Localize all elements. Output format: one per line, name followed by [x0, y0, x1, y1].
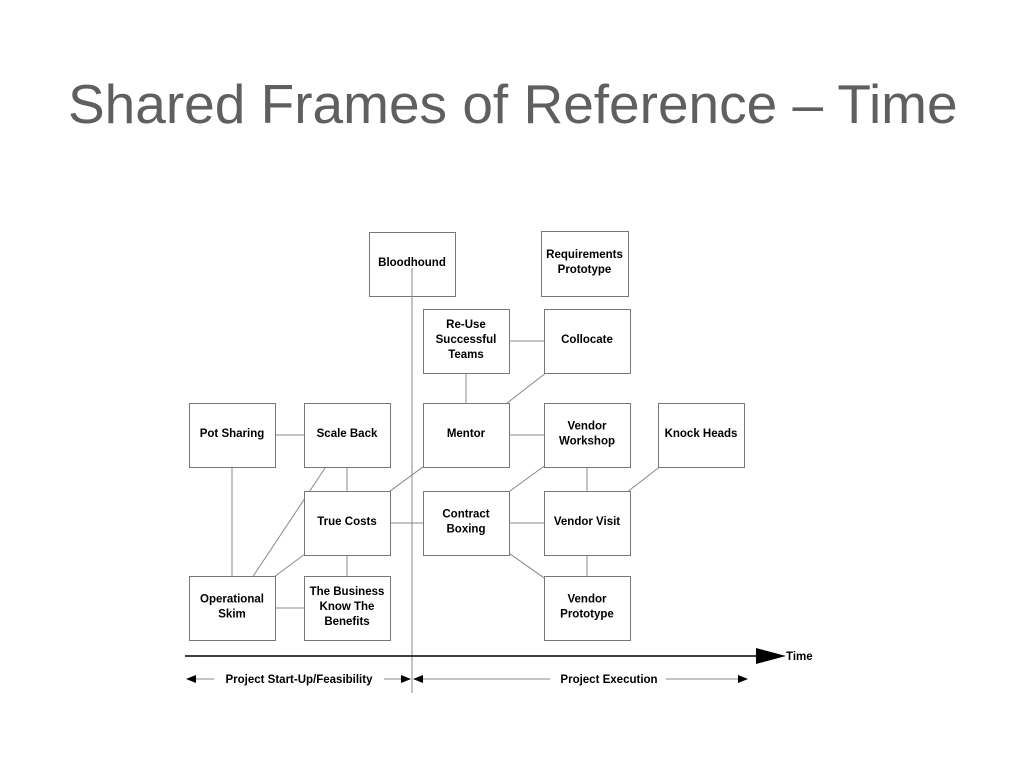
left-arrow-icon [186, 675, 196, 683]
box-frame [304, 576, 391, 641]
box-pot-sharing: Pot Sharing [189, 403, 276, 468]
box-frame [423, 403, 510, 468]
diagram-boxes: BloodhoundRequirementsPrototypeRe-UseSuc… [189, 231, 745, 641]
phase-startup-label: Project Start-Up/Feasibility [226, 674, 374, 686]
box-frame [189, 403, 276, 468]
time-axis-arrowhead [756, 648, 786, 664]
box-label-line: Prototype [558, 264, 612, 276]
time-label: Time [786, 651, 813, 663]
box-label-line: Vendor Visit [554, 516, 620, 528]
box-label-line: Workshop [559, 436, 615, 448]
box-frame [544, 309, 631, 374]
box-label-line: Requirements [546, 249, 623, 261]
phase-execution-label: Project Execution [560, 674, 657, 686]
left-arrow-icon [413, 675, 423, 683]
box-label-line: Know The [320, 601, 375, 613]
box-label-line: Contract [442, 509, 489, 521]
box-frame [544, 576, 631, 641]
box-label-line: Pot Sharing [200, 428, 265, 440]
box-label-line: Scale Back [317, 428, 378, 440]
box-label-line: Re-Use [446, 319, 486, 331]
box-label-line: Mentor [447, 428, 486, 440]
connector-vendor-visit-to-knock-heads [628, 466, 660, 492]
box-label-line: Collocate [561, 334, 613, 346]
box-collocate: Collocate [544, 309, 631, 374]
box-frame [423, 309, 510, 374]
connector-vendor-workshop-to-contract-boxing [508, 465, 545, 493]
box-frame [304, 403, 391, 468]
box-frame [541, 231, 629, 297]
box-label-line: Vendor [568, 594, 608, 606]
box-label-line: Boxing [447, 524, 486, 536]
box-label-line: Knock Heads [665, 428, 738, 440]
connector-true-costs-to-operational-skim [274, 554, 305, 577]
phase-startup: Project Start-Up/Feasibility [186, 674, 411, 686]
box-label-line: Benefits [324, 616, 369, 628]
box-vendor-visit: Vendor Visit [544, 491, 631, 556]
box-frame [189, 576, 276, 641]
box-frame [544, 403, 631, 468]
box-scale-back: Scale Back [304, 403, 391, 468]
box-mentor: Mentor [423, 403, 510, 468]
page-title: Shared Frames of Reference – Time [68, 73, 958, 135]
box-knock-heads: Knock Heads [658, 403, 745, 468]
time-axis: Time [185, 648, 813, 664]
box-frame [544, 491, 631, 556]
right-arrow-icon [401, 675, 411, 683]
box-label-line: Operational [200, 594, 264, 606]
connector-lines [231, 340, 660, 609]
connector-contract-boxing-to-vendor-prototype [508, 552, 545, 579]
box-label-line: Bloodhound [378, 257, 446, 269]
box-label-line: Vendor [568, 421, 608, 433]
box-label-line: Successful [436, 334, 497, 346]
connector-true-costs-to-mentor [389, 466, 424, 492]
box-label-line: Teams [448, 349, 484, 361]
box-true-costs: True Costs [304, 491, 391, 556]
box-label-line: The Business [310, 586, 385, 598]
box-frame [658, 403, 745, 468]
box-frame [304, 491, 391, 556]
box-label-line: Prototype [560, 609, 614, 621]
box-label-line: True Costs [317, 516, 376, 528]
right-arrow-icon [738, 675, 748, 683]
phase-execution: Project Execution [413, 674, 748, 686]
connector-mentor-to-collocate [506, 372, 547, 404]
connector-scale-back-to-operational-skim [252, 466, 327, 577]
box-frame [423, 491, 510, 556]
box-label-line: Skim [218, 609, 246, 621]
